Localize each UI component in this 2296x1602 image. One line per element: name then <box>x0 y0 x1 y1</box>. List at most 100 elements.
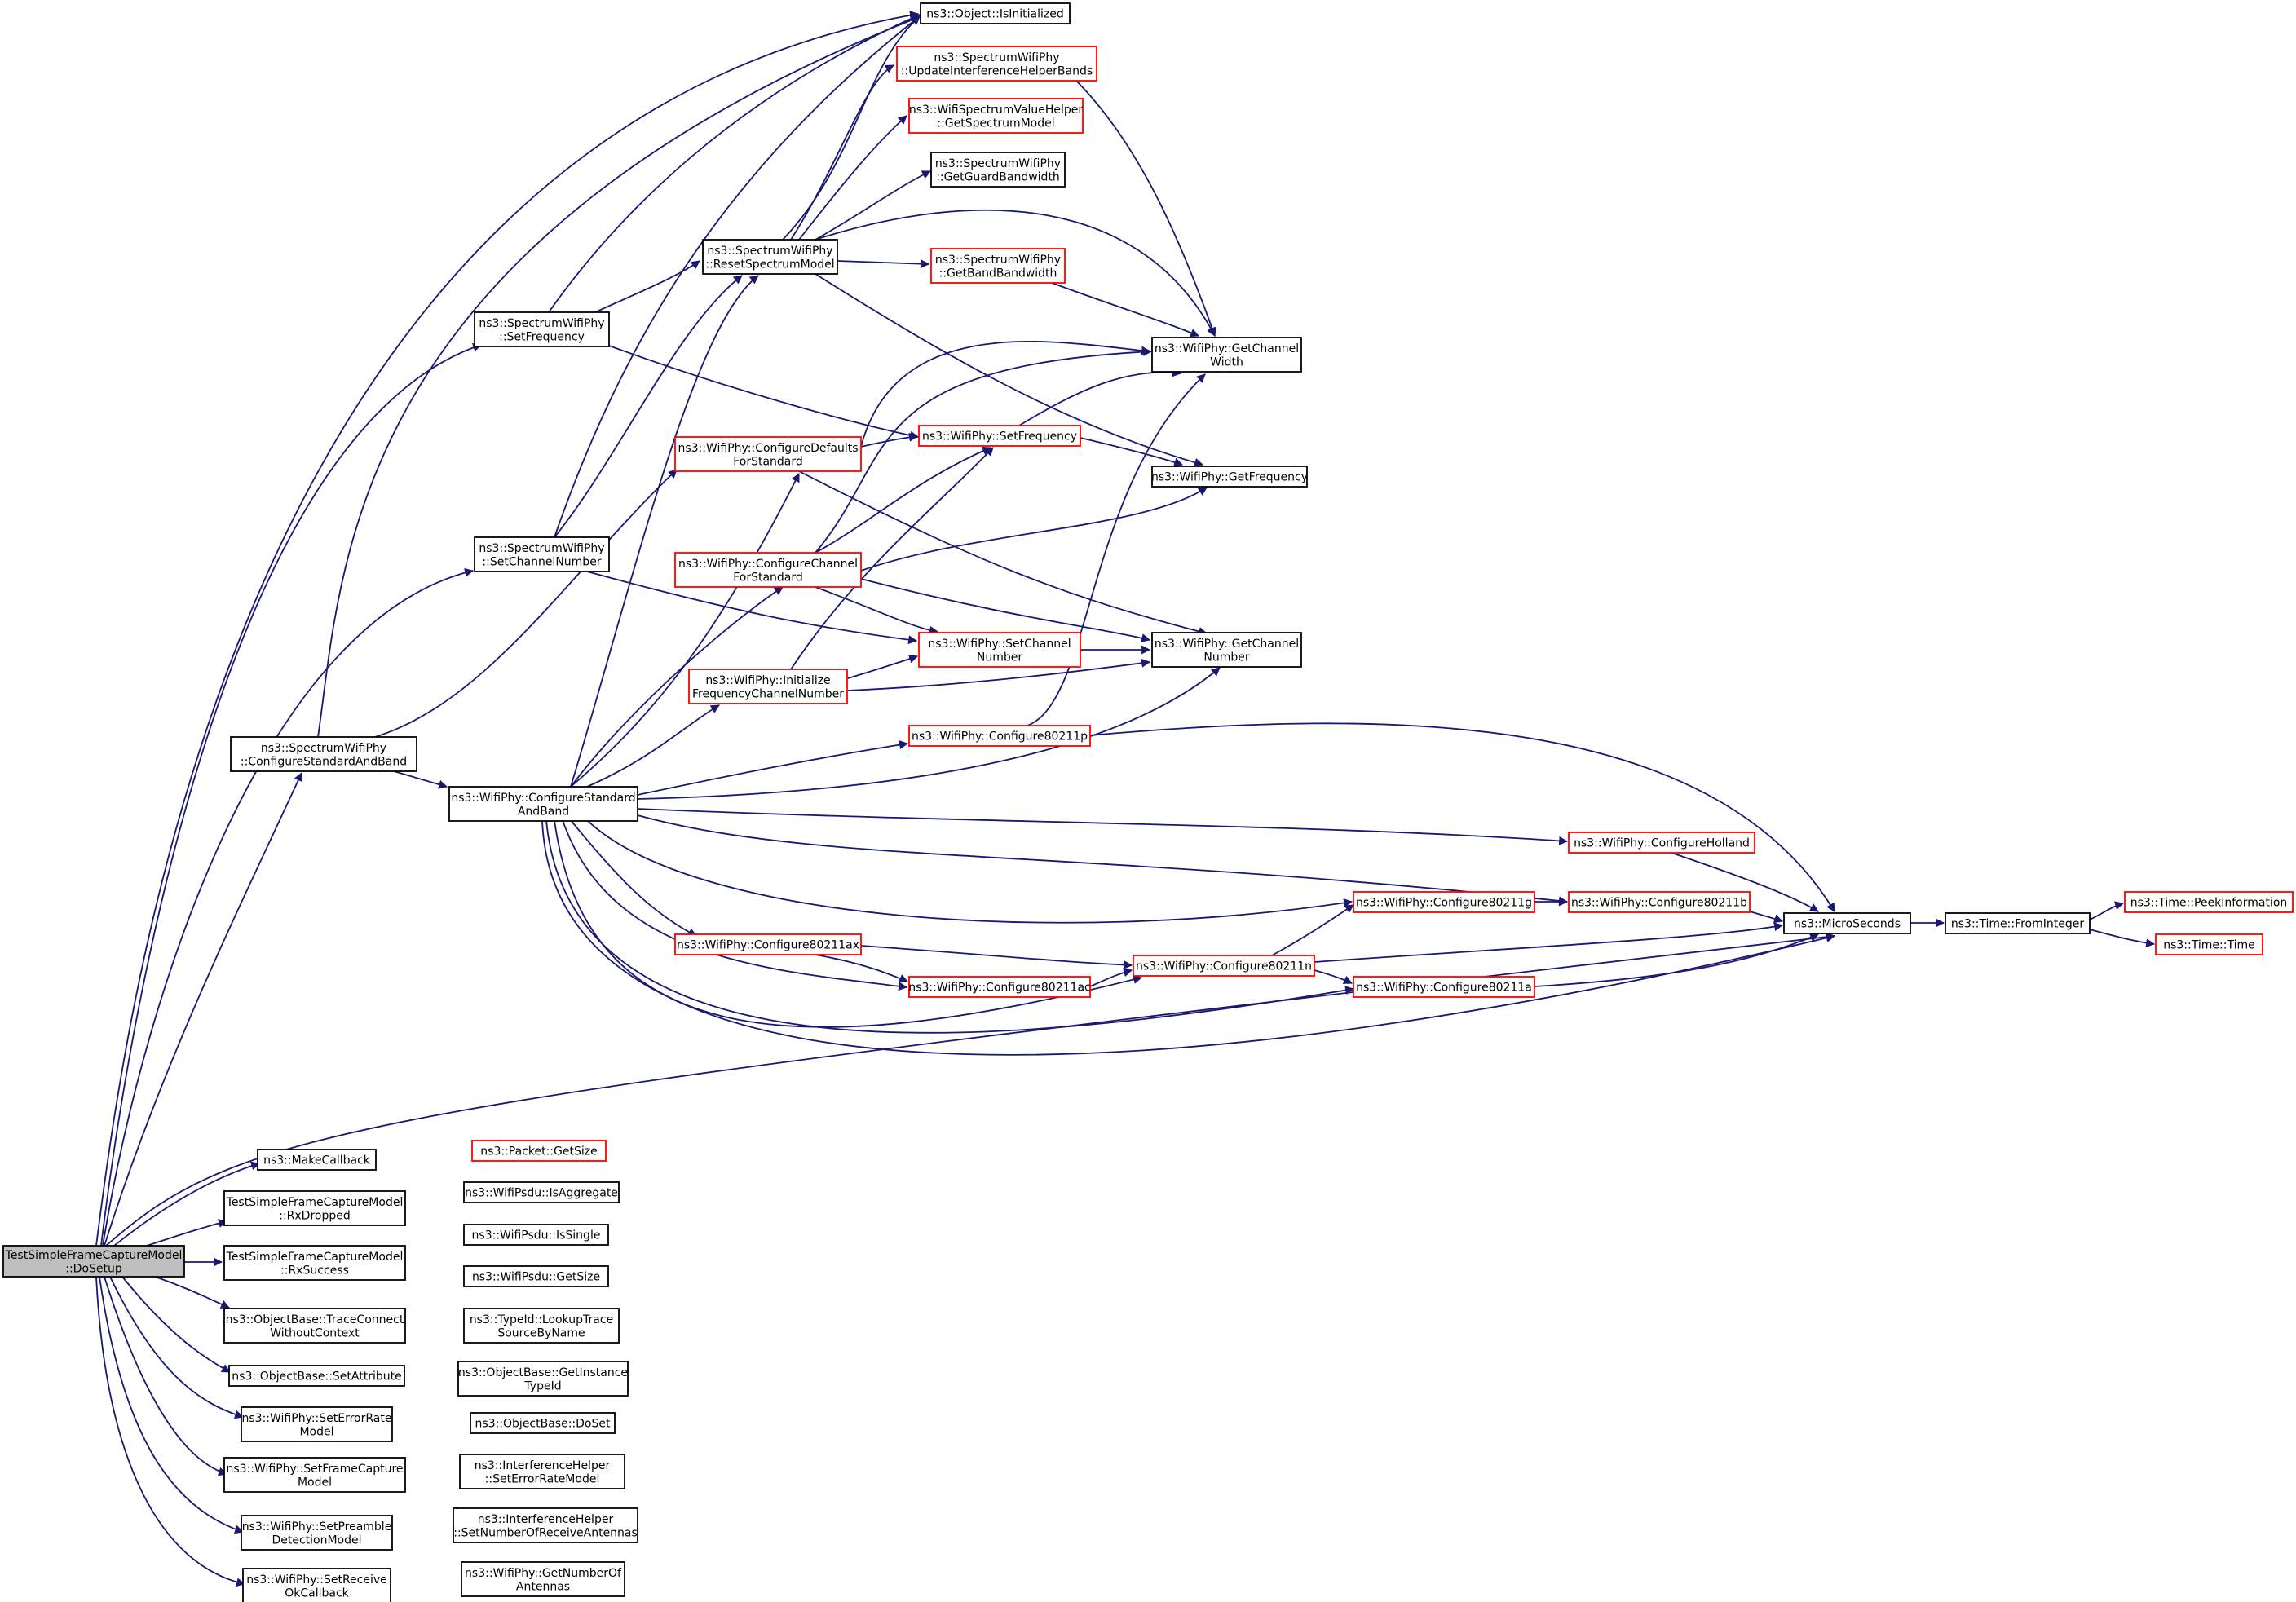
node-box[interactable] <box>230 736 417 772</box>
node-c80211ax[interactable]: ns3::WifiPhy::Configure80211ax <box>674 933 862 955</box>
node-box[interactable] <box>2124 891 2294 913</box>
node-box[interactable] <box>896 46 1097 82</box>
node-box[interactable] <box>241 1406 393 1442</box>
node-updIntf[interactable]: ns3::SpectrumWifiPhy::UpdateInterference… <box>896 46 1097 82</box>
node-box[interactable] <box>674 552 862 588</box>
node-box[interactable] <box>1945 912 2091 934</box>
node-box[interactable] <box>242 1568 391 1602</box>
node-psduSize[interactable]: ns3::WifiPsdu::GetSize <box>463 1265 609 1287</box>
node-box[interactable] <box>920 2 1071 24</box>
node-cfgDefaults[interactable]: ns3::WifiPhy::ConfigureDefaultsForStanda… <box>674 436 862 472</box>
node-setChNumW[interactable]: ns3::WifiPhy::SetChannelNumber <box>918 632 1081 668</box>
node-rxSuccess[interactable]: TestSimpleFrameCaptureModel::RxSuccess <box>223 1245 406 1281</box>
node-cfgChannel[interactable]: ns3::WifiPhy::ConfigureChannelForStandar… <box>674 552 862 588</box>
node-resetSpec[interactable]: ns3::SpectrumWifiPhy::ResetSpectrumModel <box>702 239 838 275</box>
node-box[interactable] <box>471 1140 607 1162</box>
node-c80211ac[interactable]: ns3::WifiPhy::Configure80211ac <box>908 976 1091 998</box>
node-box[interactable] <box>223 1190 406 1226</box>
node-box[interactable] <box>474 536 610 572</box>
node-cfgStdBandW[interactable]: ns3::WifiPhy::ConfigureStandardAndBand <box>448 786 638 822</box>
node-box[interactable] <box>223 1457 406 1493</box>
node-box[interactable] <box>241 1515 393 1551</box>
node-box[interactable] <box>1151 632 1302 668</box>
node-box[interactable] <box>930 248 1066 284</box>
node-fromInt[interactable]: ns3::Time::FromInteger <box>1945 912 2091 934</box>
node-setFreqW[interactable]: ns3::WifiPhy::SetFrequency <box>918 425 1081 447</box>
node-ihSetNum[interactable]: ns3::InterferenceHelper::SetNumberOfRece… <box>453 1507 638 1543</box>
node-box[interactable] <box>1151 466 1308 488</box>
node-box[interactable] <box>1783 912 1911 934</box>
node-holland[interactable]: ns3::WifiPhy::ConfigureHolland <box>1568 832 1755 854</box>
node-box[interactable] <box>470 1412 616 1434</box>
node-box[interactable] <box>930 152 1066 188</box>
node-box[interactable] <box>463 1265 609 1287</box>
node-box[interactable] <box>457 1361 629 1397</box>
node-box[interactable] <box>463 1308 620 1344</box>
node-c80211g[interactable]: ns3::WifiPhy::Configure80211g <box>1353 891 1535 913</box>
node-box[interactable] <box>1353 891 1535 913</box>
node-box[interactable] <box>474 311 610 347</box>
node-guardBw[interactable]: ns3::SpectrumWifiPhy::GetGuardBandwidth <box>930 152 1066 188</box>
node-getFreq[interactable]: ns3::WifiPhy::GetFrequency <box>1151 466 1308 488</box>
node-box[interactable] <box>459 1454 625 1489</box>
node-pktSize[interactable]: ns3::Packet::GetSize <box>471 1140 607 1162</box>
node-box[interactable] <box>1568 832 1755 854</box>
node-c80211a[interactable]: ns3::WifiPhy::Configure80211a <box>1353 976 1535 998</box>
node-doSet[interactable]: ns3::ObjectBase::DoSet <box>470 1412 616 1434</box>
node-isSingle[interactable]: ns3::WifiPsdu::IsSingle <box>463 1224 609 1246</box>
node-c80211b[interactable]: ns3::WifiPhy::Configure80211b <box>1568 891 1751 913</box>
node-box[interactable] <box>1151 337 1302 373</box>
node-box[interactable] <box>908 725 1091 747</box>
node-setFreqS[interactable]: ns3::SpectrumWifiPhy::SetFrequency <box>474 311 610 347</box>
node-makeCb[interactable]: ns3::MakeCallback <box>257 1149 377 1171</box>
node-setChNumS[interactable]: ns3::SpectrumWifiPhy::SetChannelNumber <box>474 536 610 572</box>
node-box[interactable] <box>674 436 862 472</box>
node-isAgg[interactable]: ns3::WifiPsdu::IsAggregate <box>463 1181 620 1203</box>
node-traceConn[interactable]: ns3::ObjectBase::TraceConnectWithoutCont… <box>223 1308 406 1344</box>
node-box[interactable] <box>461 1561 625 1597</box>
node-box[interactable] <box>463 1181 620 1203</box>
node-box[interactable] <box>448 786 638 822</box>
node-box[interactable] <box>453 1507 638 1543</box>
node-getSpecModel[interactable]: ns3::WifiSpectrumValueHelper::GetSpectru… <box>908 98 1084 134</box>
node-timeCtor[interactable]: ns3::Time::Time <box>2155 933 2263 955</box>
node-box[interactable] <box>463 1224 609 1246</box>
node-box[interactable] <box>702 239 838 275</box>
node-isInit[interactable]: ns3::Object::IsInitialized <box>920 2 1071 24</box>
node-cfgStdBandS[interactable]: ns3::SpectrumWifiPhy::ConfigureStandardA… <box>230 736 417 772</box>
node-setAttr[interactable]: ns3::ObjectBase::SetAttribute <box>228 1365 405 1387</box>
node-c80211p[interactable]: ns3::WifiPhy::Configure80211p <box>908 725 1091 747</box>
node-ihSetErr[interactable]: ns3::InterferenceHelper::SetErrorRateMod… <box>459 1454 625 1489</box>
node-c80211n[interactable]: ns3::WifiPhy::Configure80211n <box>1133 955 1315 977</box>
node-box[interactable] <box>908 976 1091 998</box>
node-setErrModel[interactable]: ns3::WifiPhy::SetErrorRateModel <box>241 1406 393 1442</box>
node-box[interactable] <box>688 669 848 704</box>
node-box[interactable] <box>1133 955 1315 977</box>
node-box[interactable] <box>223 1308 406 1344</box>
node-box[interactable] <box>257 1149 377 1171</box>
node-peek[interactable]: ns3::Time::PeekInformation <box>2124 891 2294 913</box>
node-rxDropped[interactable]: TestSimpleFrameCaptureModel::RxDropped <box>223 1190 406 1226</box>
node-box[interactable] <box>2155 933 2263 955</box>
node-box[interactable] <box>674 933 862 955</box>
node-box[interactable] <box>918 632 1081 668</box>
node-box[interactable] <box>908 98 1084 134</box>
node-box[interactable] <box>1568 891 1751 913</box>
node-initFreq[interactable]: ns3::WifiPhy::InitializeFrequencyChannel… <box>688 669 848 704</box>
node-box[interactable] <box>1353 976 1535 998</box>
node-box[interactable] <box>918 425 1081 447</box>
node-box[interactable] <box>228 1365 405 1387</box>
node-micro[interactable]: ns3::MicroSeconds <box>1783 912 1911 934</box>
node-root[interactable]: TestSimpleFrameCaptureModel::DoSetup <box>2 1245 185 1278</box>
node-box[interactable] <box>223 1245 406 1281</box>
node-box[interactable] <box>2 1245 185 1278</box>
node-bandBw[interactable]: ns3::SpectrumWifiPhy::GetBandBandwidth <box>930 248 1066 284</box>
